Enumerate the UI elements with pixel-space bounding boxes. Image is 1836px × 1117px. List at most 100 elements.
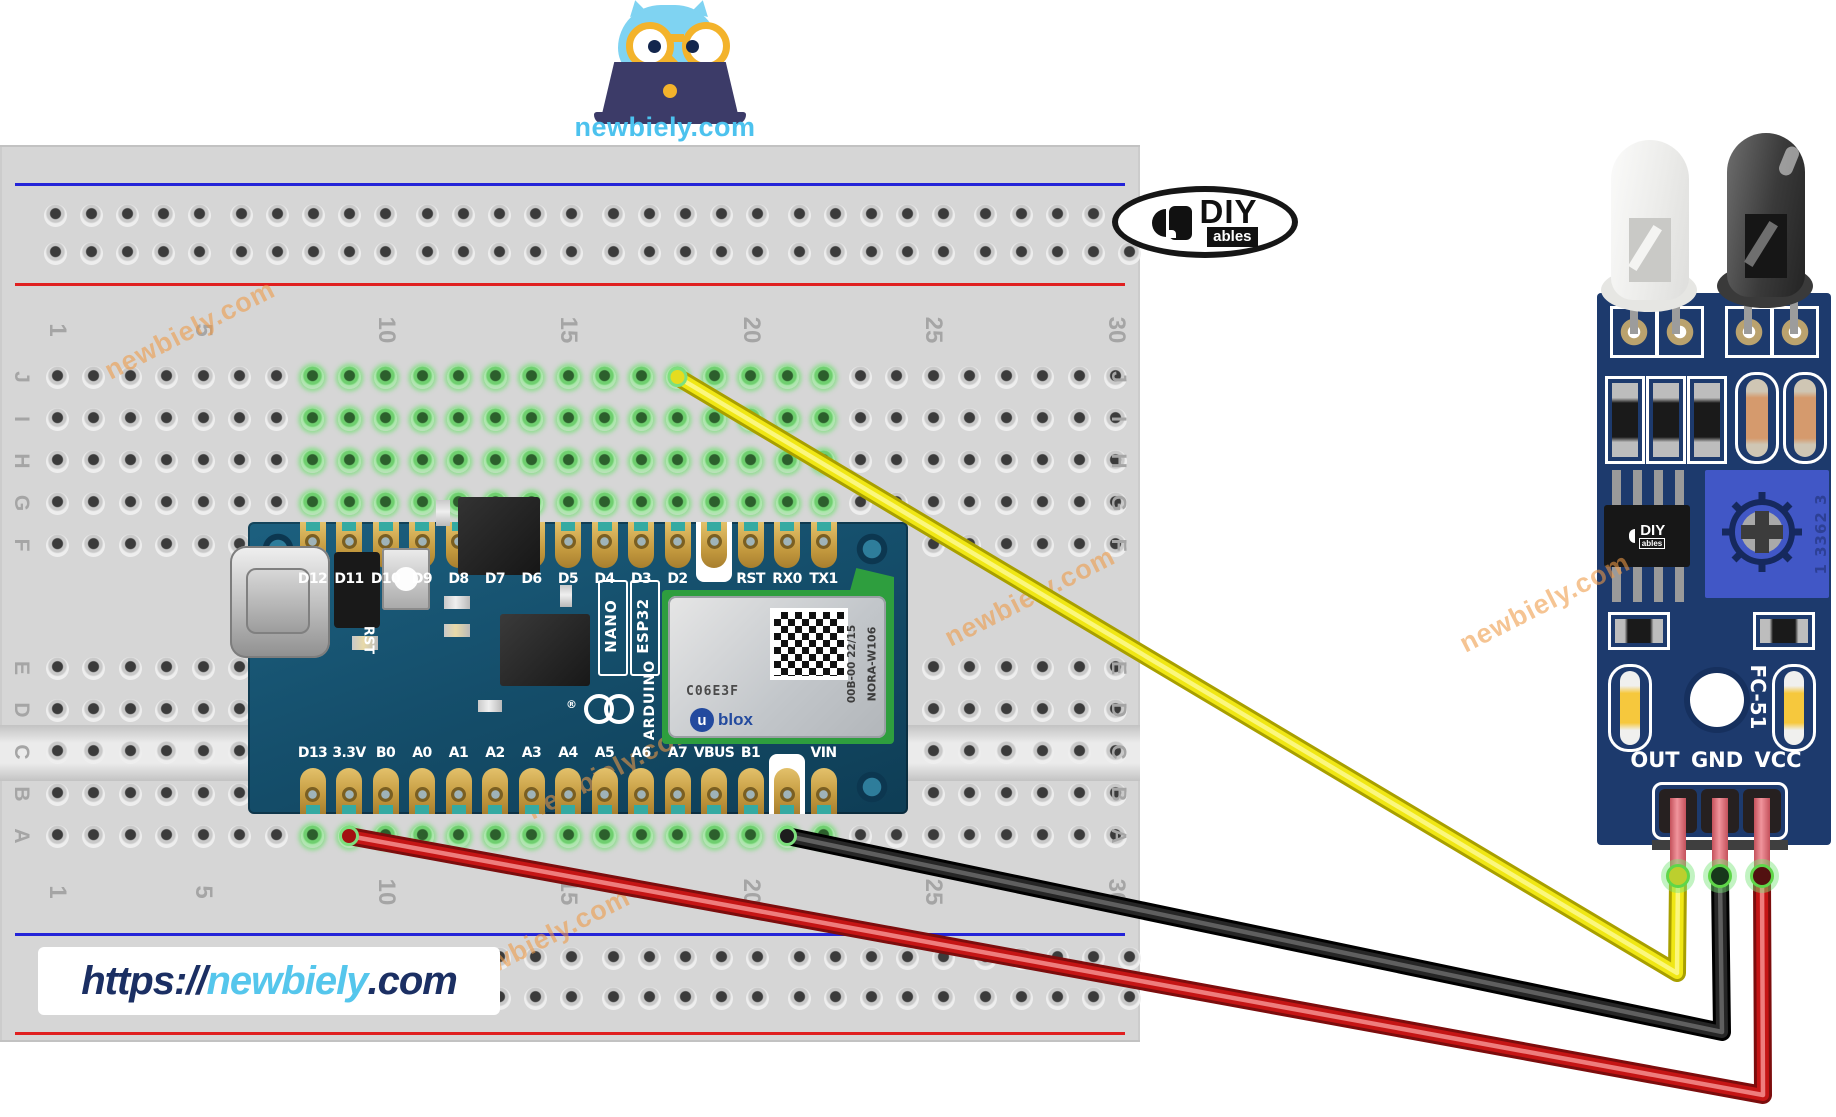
row-label: J: [1107, 371, 1130, 383]
power-rail-hole: [787, 986, 811, 1010]
arduino-pin-label: A3: [521, 745, 542, 761]
breadboard-hole-highlighted: [593, 449, 616, 473]
smd-passive: [478, 700, 502, 712]
ublox-logo-icon: u: [690, 708, 714, 732]
module-model: NORA-W106: [865, 626, 879, 702]
power-rail-hole: [637, 241, 661, 265]
power-rail-hole: [559, 986, 583, 1010]
site-url-banner: https://newbiely.com: [38, 947, 500, 1015]
smd-passive: [444, 596, 470, 609]
arduino-infinity-icon: [604, 694, 634, 724]
breadboard-hole: [958, 824, 981, 848]
power-rail-hole: [709, 946, 733, 970]
breadboard-hole: [82, 656, 105, 680]
column-label: 20: [737, 316, 765, 344]
sensor-pin-out: [1670, 798, 1686, 878]
power-rail-hole: [229, 241, 253, 265]
smd-resistor: [1646, 376, 1686, 464]
column-label: 20: [737, 878, 765, 906]
power-rail-hole: [559, 946, 583, 970]
diyables-badge: DIY ables: [1112, 186, 1298, 258]
row-label: I: [10, 416, 33, 422]
registered-mark: ®: [566, 698, 577, 711]
arduino-pin-tab: [372, 768, 399, 814]
breadboard-hole-highlighted: [556, 491, 580, 515]
power-rail-hole: [1081, 986, 1105, 1010]
breadboard-hole: [1067, 656, 1091, 680]
breadboard-hole: [191, 491, 215, 515]
breadboard-hole-highlighted: [483, 449, 507, 473]
breadboard-hole: [921, 407, 945, 431]
breadboard-hole: [1067, 740, 1091, 764]
breadboard-hole: [1031, 365, 1054, 389]
power-rail-hole: [637, 946, 661, 970]
power-rail-hole: [973, 986, 997, 1010]
power-rail-hole: [895, 241, 919, 265]
owl-pupil-right: [686, 40, 699, 53]
arduino-pin-label: D5: [557, 571, 579, 587]
breadboard-hole: [1067, 698, 1091, 722]
breadboard-hole: [1031, 449, 1054, 473]
power-rail-hole: [523, 203, 547, 227]
breadboard-hole: [118, 698, 142, 722]
breadboard-hole: [921, 533, 945, 557]
column-label: 10: [372, 878, 400, 906]
breadboard-hole: [994, 824, 1018, 848]
column-label: 30: [1102, 878, 1130, 906]
breadboard-hole: [228, 782, 251, 806]
breadboard-hole: [118, 782, 142, 806]
breadboard-hole-highlighted: [410, 491, 434, 515]
power-rail-hole: [745, 946, 769, 970]
power-rail-hole: [787, 946, 811, 970]
breadboard-hole: [45, 365, 69, 389]
ic-brand-subtitle: ables: [1638, 537, 1666, 549]
breadboard-hole-highlighted: [739, 824, 762, 848]
column-label: 1: [44, 323, 71, 337]
breadboard-hole: [45, 407, 69, 431]
arduino-pin-label: VIN: [810, 745, 838, 761]
power-rail-hole: [895, 986, 919, 1010]
breadboard-hole: [82, 407, 105, 431]
breadboard-hole: [994, 698, 1018, 722]
breadboard-hole: [885, 824, 908, 848]
arduino-pin-label: D6: [521, 571, 542, 587]
arduino-pin-label: D4: [594, 571, 615, 587]
power-rail-hole: [931, 203, 955, 227]
power-rail-hole: [487, 203, 511, 227]
breadboard-hole: [155, 365, 178, 389]
qr-code: [770, 608, 848, 680]
ic-leg: [1612, 470, 1621, 508]
row-label: E: [1107, 660, 1130, 676]
breadboard-hole-highlighted: [374, 407, 397, 431]
power-rail-hole: [931, 241, 955, 265]
power-rail-hole: [79, 203, 103, 227]
potentiometer-marking: 1 3362 3: [1812, 493, 1830, 575]
arduino-pin-label: A1: [448, 745, 469, 761]
breadboard-hole: [994, 407, 1018, 431]
breadboard-hole-highlighted: [337, 407, 361, 431]
power-rail-hole: [151, 241, 175, 265]
arduino-pin-tab: [299, 768, 326, 814]
breadboard-hole: [155, 656, 178, 680]
breadboard-hole: [264, 365, 288, 389]
top-rail-red-line: [15, 283, 1125, 286]
breadboard-hole: [82, 533, 105, 557]
power-rail-hole: [373, 203, 397, 227]
row-label: G: [1107, 494, 1130, 512]
arduino-pin-tab: [701, 768, 727, 814]
arduino-pin-tab: [591, 522, 618, 568]
breadboard-hole: [958, 656, 981, 680]
breadboard-hole: [155, 824, 178, 848]
row-label: D: [10, 702, 33, 718]
breadboard-hole: [1067, 365, 1091, 389]
breadboard-hole: [155, 449, 178, 473]
nano-label-box: [598, 580, 628, 676]
breadboard-hole: [264, 491, 288, 515]
bottom-rail-red-line: [15, 1032, 1125, 1035]
breadboard-hole-highlighted: [702, 491, 726, 515]
breadboard-hole: [191, 407, 215, 431]
breadboard-hole-highlighted: [702, 365, 726, 389]
sensor-pin-labels: OUT GND VCC: [1630, 748, 1802, 772]
breadboard-hole: [958, 407, 981, 431]
arduino-pin-tab: [737, 522, 764, 568]
